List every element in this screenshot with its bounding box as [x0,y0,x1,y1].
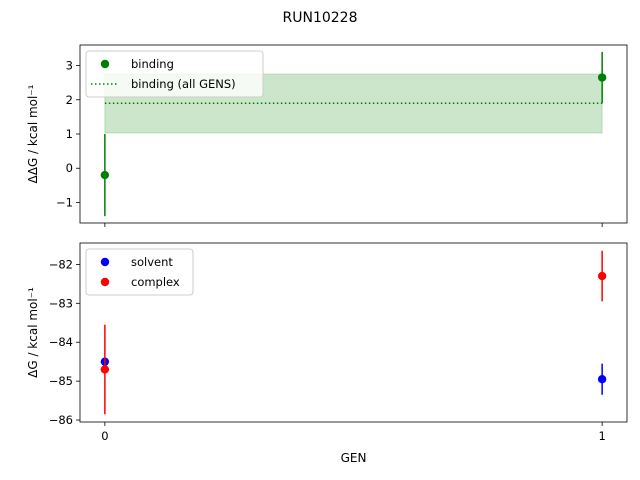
point-solvent-1 [597,374,607,384]
axes-frame [79,242,628,423]
legend-marker [100,277,110,287]
x-tick-label: 0 [101,429,108,443]
y-tick-label: −82 [49,257,73,271]
point-binding-0 [100,170,110,180]
legend-box [85,248,194,296]
y-axis-label: ΔΔG / kcal mol⁻¹ [26,84,40,183]
legend-label: complex [131,275,180,289]
figure-title: RUN10228 [283,10,358,26]
y-tick-label: −85 [49,374,73,388]
legend-marker [100,59,110,69]
y-axis-label: ΔG / kcal mol⁻¹ [26,287,40,378]
y-tick-label: −86 [49,413,73,427]
y-tick-label: 0 [66,161,73,175]
y-tick-label: 2 [66,93,73,107]
x-axis-label: GEN [341,451,367,465]
x-tick-label: 1 [598,429,605,443]
point-complex-0 [100,365,110,374]
legend-label: binding [131,57,174,71]
y-tick-label: −1 [56,195,73,209]
legend-box [85,50,264,98]
legend: solvent complex [85,248,194,296]
point-complex-1 [597,271,607,281]
y-tick-label: −83 [49,296,73,310]
point-binding-1 [597,73,607,82]
legend-label: solvent [131,255,173,269]
panel-2: −86 −85 −84 −83 −82 0 1 ΔG / kcal mol⁻¹ GEN solve… [26,242,628,465]
legend: binding binding (all GENS) [85,50,264,98]
y-tick-label: 3 [66,59,73,73]
y-tick-label: −84 [49,335,73,349]
legend-marker [100,257,110,267]
y-tick-label: 1 [66,127,73,141]
legend-label: binding (all GENS) [131,77,236,91]
